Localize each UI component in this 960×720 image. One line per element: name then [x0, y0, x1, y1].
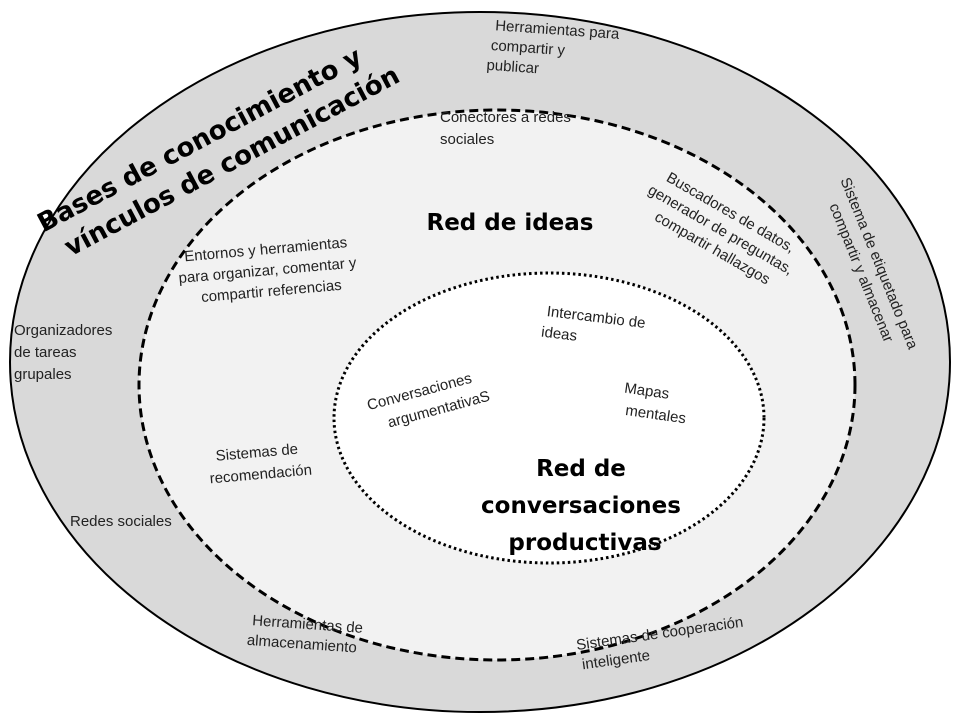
inner-ellipse — [332, 271, 766, 565]
inner-title: Red de conversaciones productivas — [481, 456, 689, 556]
inner-title-line3: productivas — [508, 530, 661, 556]
label-conectores: Conectores a redes sociales — [440, 109, 575, 148]
inner-title-line2: conversaciones — [481, 493, 681, 519]
inner-title-line1: Red de — [536, 456, 626, 482]
middle-title: Red de ideas — [426, 210, 593, 236]
label-redes-sociales: Redes sociales — [70, 513, 172, 530]
label-organizadores: Organizadores de tareas grupales — [14, 322, 117, 383]
